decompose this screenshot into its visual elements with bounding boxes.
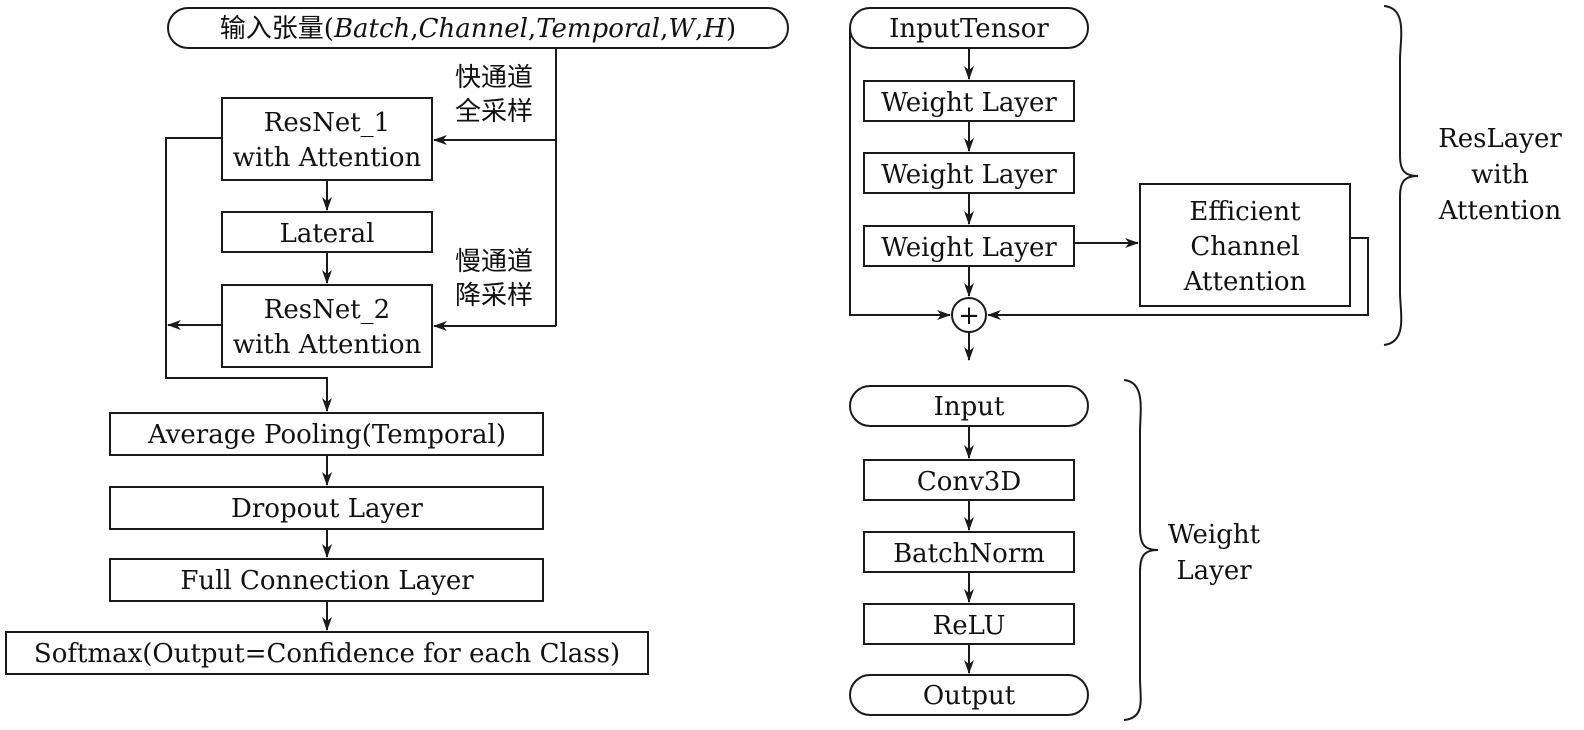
eca-label-line2: Channel <box>1190 232 1299 262</box>
input-tensor-terminal-label: InputTensor <box>889 14 1049 44</box>
avg-pooling-label: Average Pooling(Temporal) <box>147 420 506 450</box>
wl-output-terminal <box>849 674 1089 716</box>
wl-output-label: Output <box>923 681 1016 711</box>
wl-input-label: Input <box>934 392 1005 422</box>
lateral-label: Lateral <box>280 219 375 249</box>
eca-label-line1: Efficient <box>1189 197 1301 227</box>
slow-path-label-line2: 降采样 <box>455 281 533 311</box>
dropout-box <box>109 486 544 530</box>
left-flowchart: 输入张量(Batch,Channel,Temporal,W,H) 快通道 全采样… <box>5 7 789 675</box>
weight-layer-2-box <box>863 152 1075 194</box>
conv3d-label: Conv3D <box>917 467 1021 497</box>
batchnorm-label: BatchNorm <box>893 539 1045 569</box>
resnet2-box <box>221 284 433 368</box>
dropout-label: Dropout Layer <box>231 494 424 524</box>
input-tensor-node <box>167 7 789 49</box>
conv3d-box <box>863 459 1075 501</box>
full-connection-label: Full Connection Layer <box>180 566 474 596</box>
batchnorm-box <box>863 531 1075 573</box>
input-tensor-label: 输入张量(Batch,Channel,Temporal,W,H) <box>220 14 736 44</box>
resnet1-label-line1: ResNet_1 <box>264 108 390 138</box>
lateral-box <box>221 211 433 253</box>
fast-path-label-line2: 全采样 <box>455 97 533 127</box>
sum-symbol: + <box>958 301 980 331</box>
eca-box <box>1139 183 1351 307</box>
weight-layer-2-label: Weight Layer <box>881 160 1057 190</box>
reslayer-brace <box>1383 5 1419 346</box>
slow-path-label-line1: 慢通道 <box>455 247 533 277</box>
relu-label: ReLU <box>933 611 1006 641</box>
weight-layer-diagram: Input Conv3D BatchNorm ReLU Output Weigh… <box>849 379 1261 721</box>
eca-label-line3: Attention <box>1183 267 1307 297</box>
softmax-box <box>5 631 649 675</box>
reslayer-brace-label-line1: ResLayer <box>1438 124 1562 154</box>
reslayer-brace-label-line3: Attention <box>1438 196 1562 226</box>
weight-layer-brace-label-line1: Weight <box>1168 520 1261 550</box>
resnet1-bypass-line <box>165 137 332 412</box>
weight-layer-brace <box>1123 379 1159 721</box>
resnet2-label-line1: ResNet_2 <box>264 295 390 325</box>
skip-connection-arrow <box>849 28 951 320</box>
resnet1-label-line2: with Attention <box>233 143 422 173</box>
eca-to-sum-arrow <box>987 237 1369 320</box>
fast-path-label-line1: 快通道 <box>455 63 533 93</box>
weight-layer-1-box <box>863 80 1075 122</box>
resnet2-label-line2: with Attention <box>233 330 422 360</box>
weight-layer-1-label: Weight Layer <box>881 88 1057 118</box>
weight-layer-3-label: Weight Layer <box>881 233 1057 263</box>
weight-layer-3-box <box>863 225 1075 267</box>
weight-layer-brace-label-line2: Layer <box>1176 556 1252 586</box>
reslayer-diagram: InputTensor Weight Layer Weight Layer We… <box>849 5 1562 361</box>
softmax-label: Softmax(Output=Confidence for each Class… <box>34 639 620 669</box>
avg-pooling-box <box>109 412 544 456</box>
reslayer-brace-label-line2: with <box>1471 160 1529 190</box>
